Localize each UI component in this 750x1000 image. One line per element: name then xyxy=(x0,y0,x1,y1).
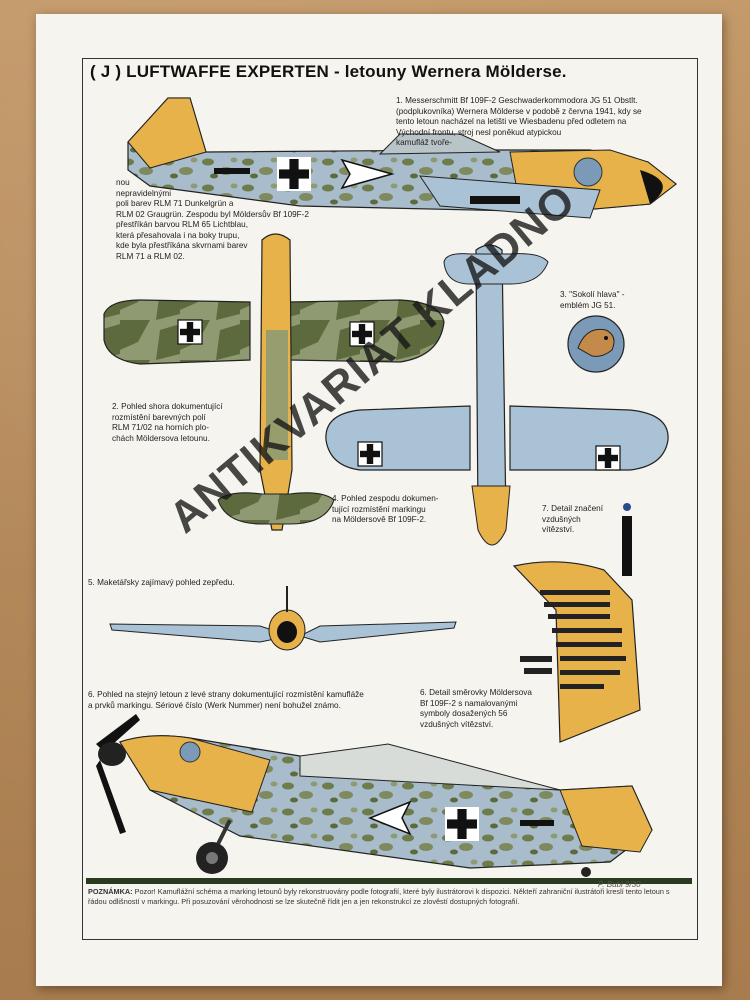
page-title: ( J ) LUFTWAFFE EXPERTEN - letouny Werne… xyxy=(90,62,567,81)
illustrator-signature: P. Bubl 9/30 xyxy=(598,880,641,889)
profile-6-aircraft xyxy=(96,714,653,877)
victory-detail xyxy=(622,503,632,576)
top-view-aircraft xyxy=(103,233,445,531)
caption-3: 3. "Sokolí hlava" - emblém JG 51. xyxy=(560,290,625,310)
profile-1-aircraft xyxy=(127,97,677,219)
caption-1-continued: nou nepravidelnými poli barev RLM 71 Dun… xyxy=(116,178,309,261)
sokoli-hlava-emblem xyxy=(567,315,625,373)
footnote-label: POZNÁMKA: xyxy=(88,887,133,896)
bottom-rule xyxy=(86,878,692,884)
bottom-view-aircraft xyxy=(325,244,669,546)
caption-6: 6. Pohled na stejný letoun z levé strany… xyxy=(88,690,364,710)
rudder-detail xyxy=(512,561,641,743)
footnote: POZNÁMKA: Pozor! Kamuflážní schéma a mar… xyxy=(88,887,688,906)
caption-4: 4. Pohled zespodu dokumen- tující rozmís… xyxy=(332,494,439,524)
caption-7: 7. Detail značení vzdušných vítězství. xyxy=(542,504,603,534)
footnote-text: Pozor! Kamuflážní schéma a marking letou… xyxy=(88,887,670,906)
caption-2: 2. Pohled shora dokumentující rozmístění… xyxy=(112,402,223,443)
caption-1: 1. Messerschmitt Bf 109F-2 Geschwaderkom… xyxy=(396,96,642,147)
caption-6-rudder: 6. Detail směrovky Möldersova Bf 109F-2 … xyxy=(420,688,532,729)
front-view-aircraft xyxy=(109,586,457,651)
page-frame xyxy=(82,58,698,940)
caption-5: 5. Maketářsky zajímavý pohled zepředu. xyxy=(88,578,235,587)
